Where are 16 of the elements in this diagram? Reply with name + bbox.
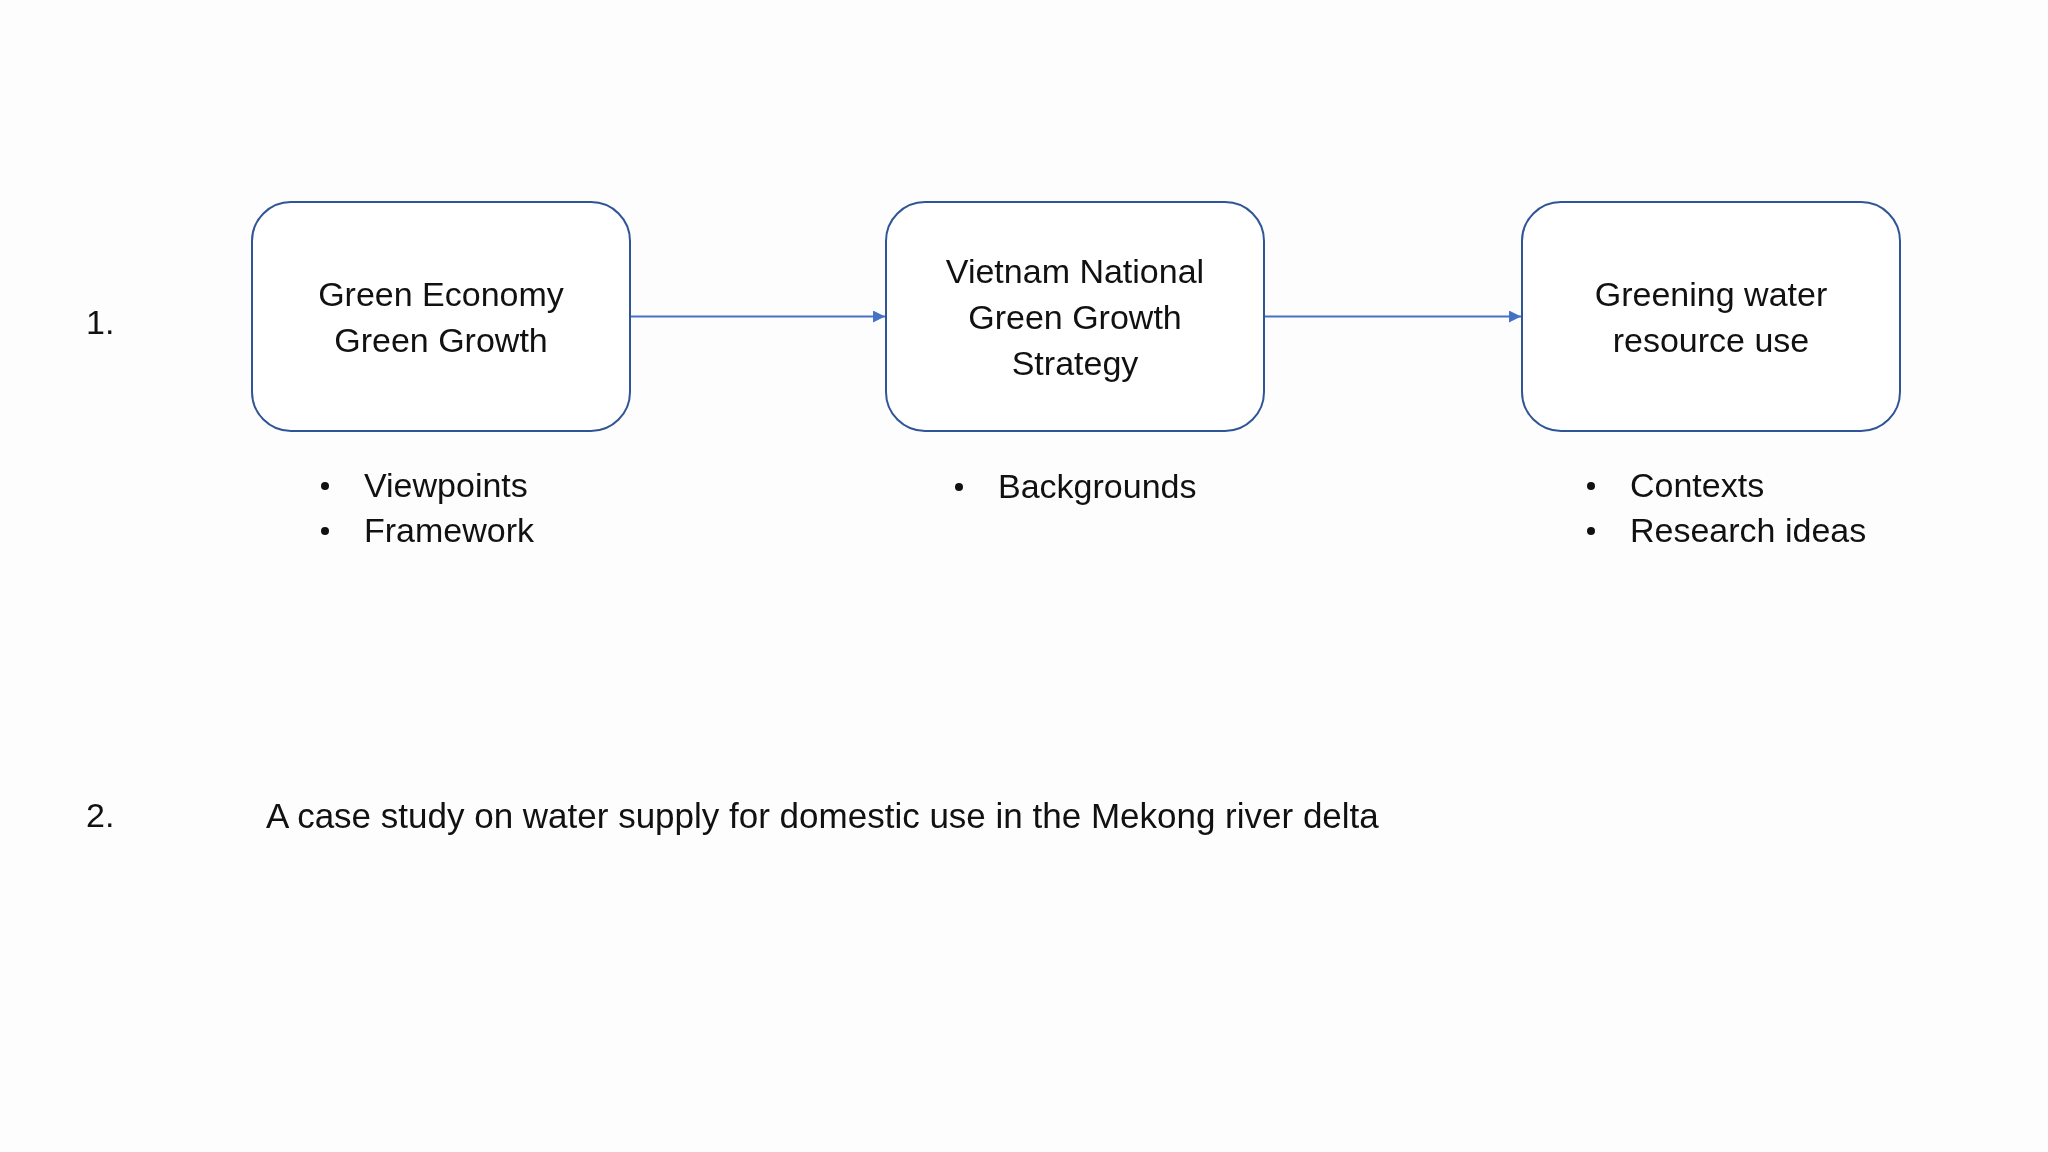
list-item-text: Backgrounds [998,466,1197,507]
box-text: Greening water resource use [1593,273,1829,361]
list-item-text: Research ideas [1630,510,1867,551]
arrow [1264,310,1522,323]
item-number: 2. [86,795,115,836]
process-box [1521,201,1901,432]
process-box [885,201,1265,432]
note-text: A case study on water supply for domestic use in the Mekong river delta [266,795,1379,837]
item-number: 1. [86,302,115,343]
list-item-text: Viewpoints [364,465,528,506]
list-item-text: Framework [364,510,535,551]
list-item-text: Contexts [1630,465,1765,506]
box-text: Vietnam National Green Growth Strategy [944,250,1206,384]
box-text: Green Economy Green Growth [317,273,565,361]
arrow [630,310,886,323]
process-box [251,201,631,432]
